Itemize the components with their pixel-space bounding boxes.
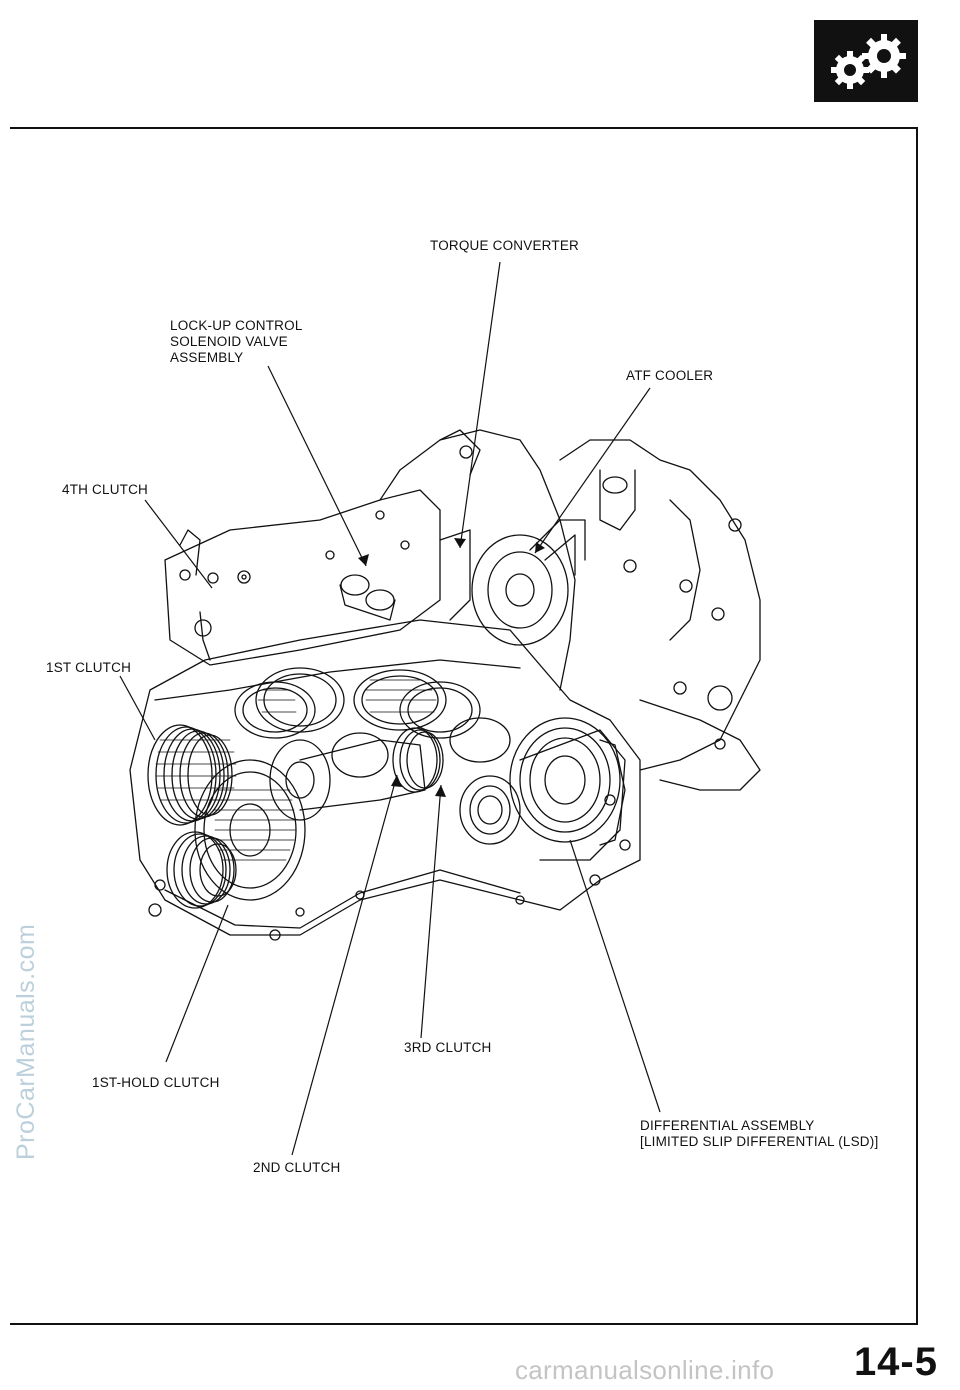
case-bolts bbox=[148, 510, 631, 941]
section-badge bbox=[814, 20, 918, 102]
label-lockup-control-solenoid-valve-assembly: LOCK-UP CONTROL SOLENOID VALVE ASSEMBLY bbox=[170, 318, 303, 365]
top-rule bbox=[10, 127, 918, 129]
leader-3rd-clutch bbox=[420, 784, 442, 1039]
footer-watermark: carmanualsonline.info bbox=[515, 1355, 775, 1385]
transmission-case bbox=[129, 619, 641, 936]
label-1st-clutch: 1ST CLUTCH bbox=[46, 660, 132, 675]
torque-converter-housing bbox=[379, 429, 576, 691]
label-differential-assembly: DIFFERENTIAL ASSEMBLY [LIMITED SLIP DIFF… bbox=[640, 1118, 879, 1149]
right-rule bbox=[916, 127, 918, 1324]
third-clutch-pack bbox=[392, 727, 444, 793]
label-4th-clutch: 4TH CLUTCH bbox=[62, 482, 149, 497]
label-2nd-clutch: 2ND CLUTCH bbox=[253, 1160, 341, 1175]
side-watermark: ProCarManuals.com bbox=[12, 923, 40, 1160]
engine-block bbox=[559, 439, 761, 771]
leader-2nd-clutch bbox=[291, 774, 398, 1156]
leader-1st-clutch bbox=[119, 675, 156, 741]
lockup-solenoid-body bbox=[339, 574, 396, 621]
leader-differential bbox=[569, 839, 661, 1113]
page-number: 14-5 bbox=[853, 1340, 938, 1384]
valve-body bbox=[164, 489, 441, 666]
leader-lockup-solenoid bbox=[267, 365, 367, 567]
label-torque-converter: TORQUE CONVERTER bbox=[430, 238, 579, 253]
leader-1st-hold-clutch bbox=[165, 904, 229, 1063]
label-1st-hold-clutch: 1ST-HOLD CLUTCH bbox=[92, 1075, 220, 1090]
first-hold-clutch-pack bbox=[166, 831, 237, 909]
label-atf-cooler: ATF COOLER bbox=[626, 368, 714, 383]
leader-torque-converter bbox=[459, 261, 501, 549]
gears-icon bbox=[831, 34, 906, 89]
leader-4th-clutch bbox=[144, 499, 213, 589]
gear-set bbox=[194, 667, 511, 901]
leader-atf-cooler bbox=[534, 387, 651, 554]
label-3rd-clutch: 3RD CLUTCH bbox=[404, 1040, 492, 1055]
bottom-rule bbox=[10, 1323, 918, 1325]
differential-assembly bbox=[459, 717, 626, 861]
